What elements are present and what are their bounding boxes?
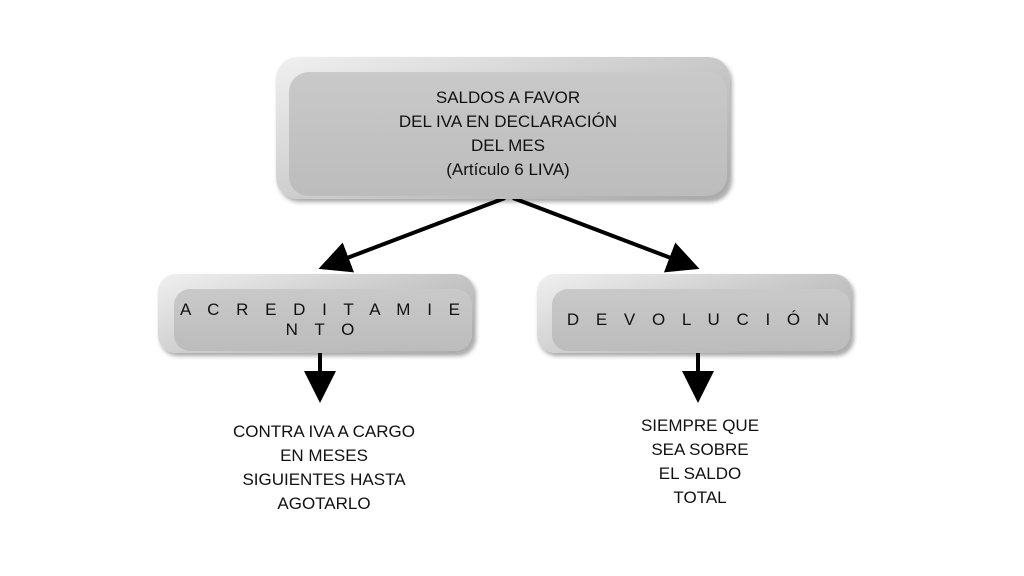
main-node-line: SALDOS A FAVOR (435, 88, 581, 107)
devolucion-note: SIEMPRE QUE SEA SOBRE EL SALDO TOTAL (600, 414, 800, 510)
main-node-line: DEL MES (470, 136, 545, 155)
main-node-line: DEL IVA EN DECLARACIÓN (398, 112, 618, 131)
note-line: EL SALDO (658, 464, 742, 483)
devolucion-label: D E V O L U C I Ó N (566, 310, 836, 329)
note-line: EN MESES (280, 446, 368, 465)
acreditamiento-label: A C R E D I T A M I E N T O (180, 300, 466, 339)
main-node-line: (Artículo 6 LIVA) (446, 160, 570, 179)
note-line: SIEMPRE QUE (640, 416, 760, 435)
acreditamiento-note: CONTRA IVA A CARGO EN MESES SIGUIENTES H… (196, 420, 452, 516)
note-line: CONTRA IVA A CARGO (232, 422, 415, 441)
note-line: AGOTARLO (277, 494, 371, 513)
note-line: SIGUIENTES HASTA (242, 470, 406, 489)
note-line: TOTAL (673, 488, 727, 507)
main-node: SALDOS A FAVOR DEL IVA EN DECLARACIÓN DE… (289, 72, 727, 196)
arrow-to-acreditamiento (318, 196, 506, 273)
devolucion-node: D E V O L U C I Ó N (552, 289, 850, 351)
note-line: SEA SOBRE (651, 440, 749, 459)
arrow-to-devolucion (512, 196, 700, 273)
acreditamiento-node: A C R E D I T A M I E N T O (174, 289, 472, 351)
